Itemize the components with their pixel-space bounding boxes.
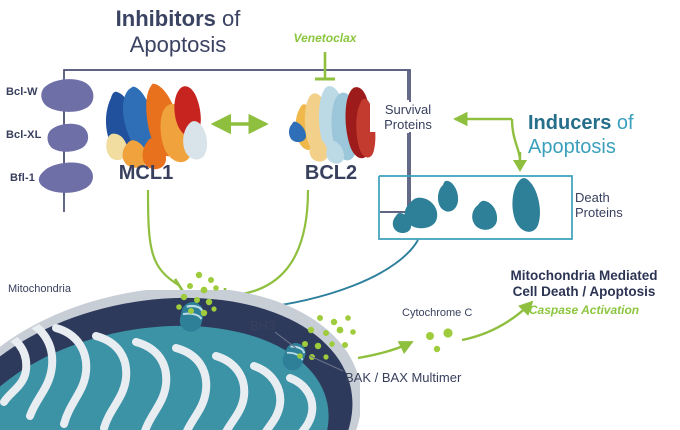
survival-line1: Survival xyxy=(384,102,432,117)
cytochrome-c-particles-upper xyxy=(176,271,219,317)
label-bcl-xl: Bcl-XL xyxy=(6,129,42,141)
outcome-line1: Mitochondria Mediated xyxy=(510,268,658,283)
title-inducers-bold: Inducers xyxy=(528,112,612,134)
label-venetoclax: Venetoclax xyxy=(293,31,357,45)
inducer-to-survival-arrow xyxy=(453,111,527,172)
mcl1-protein-structure xyxy=(105,83,208,170)
title-inhibitors-line2: Apoptosis xyxy=(129,32,227,57)
cytochrome-c-particles-lower xyxy=(297,315,356,360)
release-arrow-1 xyxy=(357,340,414,360)
label-bcl2: BCL2 xyxy=(304,162,358,184)
outcome-line2: Cell Death / Apoptosis xyxy=(512,284,656,299)
label-bfl-1: Bfl-1 xyxy=(10,172,35,184)
death-line2: Proteins xyxy=(575,205,623,220)
label-bak-bax-multimer: BAK / BAX Multimer xyxy=(345,370,462,385)
death-line1: Death xyxy=(575,190,610,205)
inducers-box xyxy=(378,175,573,240)
label-cytochrome-c: Cytochrome C xyxy=(402,307,473,319)
release-arrow-2 xyxy=(461,300,534,342)
pore-bak-bax-upper xyxy=(179,302,204,332)
survival-proteins-connector xyxy=(380,71,410,213)
mitochondria-organelle xyxy=(0,290,360,430)
label-leader-lines xyxy=(274,331,344,372)
title-inducers-rest: of xyxy=(611,112,634,134)
mcl1-pore-inhibition-line xyxy=(146,189,186,294)
title-inhibitors-bold: Inhibitors xyxy=(115,6,216,31)
label-mcl1: MCL1 xyxy=(118,162,174,184)
cytochrome-c-particles-released xyxy=(426,328,453,353)
blob-bfl-1 xyxy=(38,162,94,193)
blob-bcl-xl xyxy=(47,123,89,152)
bcl2-protein-structure xyxy=(289,86,376,164)
venetoclax-inhibition-arrow xyxy=(315,52,335,81)
pore-bak-bax-lower xyxy=(282,343,306,371)
label-mitochondria: Mitochondria xyxy=(8,283,71,295)
bcl2-pore-inhibition-line xyxy=(221,189,310,304)
death-protein-blobs xyxy=(392,178,541,234)
survival-line2: Proteins xyxy=(384,117,432,132)
blob-bcl-w xyxy=(41,79,94,112)
label-caspase-activation: Caspase Activation xyxy=(528,303,640,317)
title-inhibitors-rest: of xyxy=(215,6,241,31)
label-bcl-w: Bcl-W xyxy=(6,86,38,98)
title-inducers-line2: Apoptosis xyxy=(528,136,616,158)
bcl-family-blobs xyxy=(38,79,94,193)
label-bh3: BH3 xyxy=(250,318,276,333)
